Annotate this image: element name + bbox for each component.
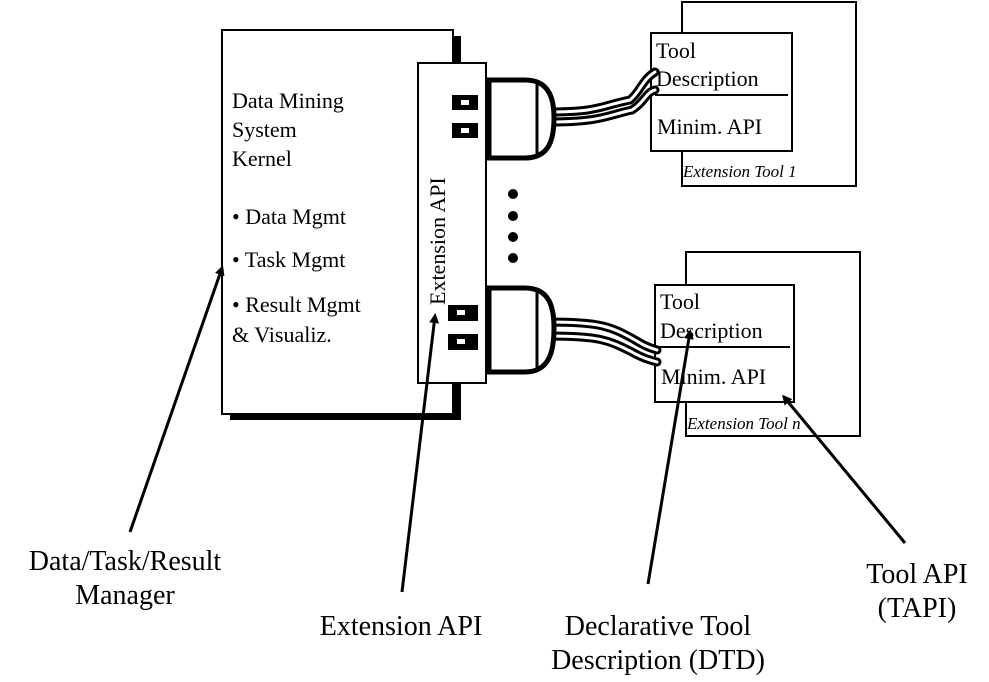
kernel-bullet-result-mgmt: • Result Mgmt [232,292,361,317]
label-manager-line-1: Data/Task/Result [29,546,222,577]
extension-api-bar-label: Extension API [425,177,450,305]
tooln-description-line-1: Tool [660,289,700,314]
extension-tool-1: Tool Description Minim. API Extension To… [650,1,857,187]
label-dtd-line-2: Description (DTD) [551,645,765,676]
label-dtd-line-1: Declarative Tool [565,611,752,642]
kernel-bullet-data-mgmt: • Data Mgmt [232,204,346,229]
cable-top [543,67,660,127]
label-extension-api: Extension API [320,611,483,642]
extension-tool-n: Tool Description Minim. API Extension To… [654,251,861,437]
tooln-description-line-2: Description [660,318,763,343]
kernel-title-line-2: System [232,117,297,142]
cable-bottom [543,317,662,367]
tool1-description-line-1: Tool [656,38,696,63]
arrow-manager [128,265,225,533]
tool1-minim-api: Minim. API [657,114,762,139]
label-manager-line-2: Manager [75,580,175,611]
kernel-bullet-visualiz: & Visualiz. [232,322,332,347]
plug-bottom-icon [448,285,557,375]
label-tapi-line-1: Tool API [866,559,968,590]
arrow-dtd [646,329,694,585]
kernel-bullet-task-mgmt: • Task Mgmt [232,247,345,272]
arrow-extension-api [400,313,440,593]
kernel-title-line-3: Kernel [232,146,292,171]
extension-api-bar: Extension API [417,62,487,384]
plug-top-icon [452,77,557,161]
tooln-minim-api: Minim. API [661,364,766,389]
label-tapi-line-2: (TAPI) [878,593,957,624]
tool1-description-line-2: Description [656,66,759,91]
ellipsis-dots [508,189,518,263]
arrow-tapi [782,394,907,544]
tool1-caption: Extension Tool 1 [682,162,797,181]
tooln-caption: Extension Tool n [686,414,801,433]
kernel-title-line-1: Data Mining [232,88,344,113]
